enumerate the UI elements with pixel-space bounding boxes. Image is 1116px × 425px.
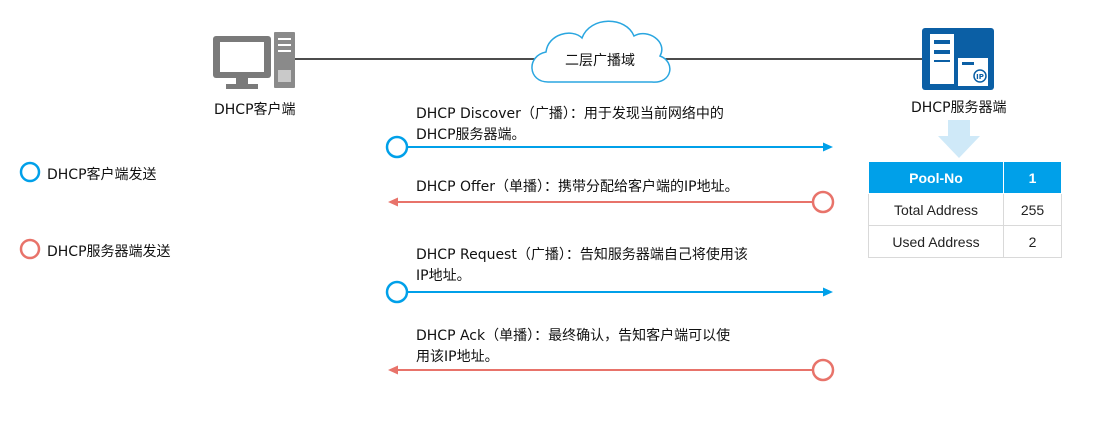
message-request-line1: DHCP Request（广播）：告知服务器端自己将使用该 <box>416 247 748 263</box>
message-offer: DHCP Offer（单播）：携带分配给客户端的IP地址。 <box>416 177 739 198</box>
client-computer-icon <box>213 32 295 89</box>
server-ip-badge: IP <box>976 73 984 81</box>
pool-no-value: 1 <box>1003 161 1062 194</box>
offer-arrow <box>388 190 835 214</box>
server-label: DHCP服务器端 <box>911 100 1007 116</box>
message-ack-line1: DHCP Ack（单播）：最终确认，告知客户端可以使 <box>416 328 731 344</box>
pool-table-header-row: Pool-No 1 <box>868 161 1062 194</box>
used-address-label: Used Address <box>868 225 1004 258</box>
legend-client-circle <box>19 161 41 183</box>
table-row: Total Address 255 <box>868 193 1062 226</box>
address-pool-table: Pool-No 1 Total Address 255 Used Address… <box>868 161 1062 258</box>
message-request-line2: IP地址。 <box>416 268 471 284</box>
table-row: Used Address 2 <box>868 225 1062 258</box>
ack-arrow <box>388 358 835 382</box>
message-request: DHCP Request（广播）：告知服务器端自己将使用该 IP地址。 <box>416 245 748 287</box>
total-address-value: 255 <box>1003 193 1062 226</box>
request-arrow <box>385 280 833 304</box>
message-ack-line2: 用该IP地址。 <box>416 349 499 365</box>
client-label: DHCP客户端 <box>214 102 296 118</box>
total-address-label: Total Address <box>868 193 1004 226</box>
message-discover: DHCP Discover（广播）：用于发现当前网络中的 DHCP服务器端。 <box>416 104 724 146</box>
message-discover-line2: DHCP服务器端。 <box>416 127 526 143</box>
message-ack: DHCP Ack（单播）：最终确认，告知客户端可以使 用该IP地址。 <box>416 326 730 368</box>
server-icon <box>922 28 994 90</box>
cloud-icon <box>531 20 671 83</box>
legend-server-label: DHCP服务器端发送 <box>47 244 171 260</box>
used-address-value: 2 <box>1003 225 1062 258</box>
pool-no-header: Pool-No <box>868 161 1004 194</box>
message-discover-line1: DHCP Discover（广播）：用于发现当前网络中的 <box>416 106 724 122</box>
down-arrow-icon <box>938 120 980 158</box>
cloud-label: 二层广播域 <box>565 53 635 69</box>
message-offer-line1: DHCP Offer（单播）：携带分配给客户端的IP地址。 <box>416 179 739 195</box>
discover-arrow <box>385 135 833 159</box>
legend-client-label: DHCP客户端发送 <box>47 167 157 183</box>
legend-server-circle <box>19 238 41 260</box>
